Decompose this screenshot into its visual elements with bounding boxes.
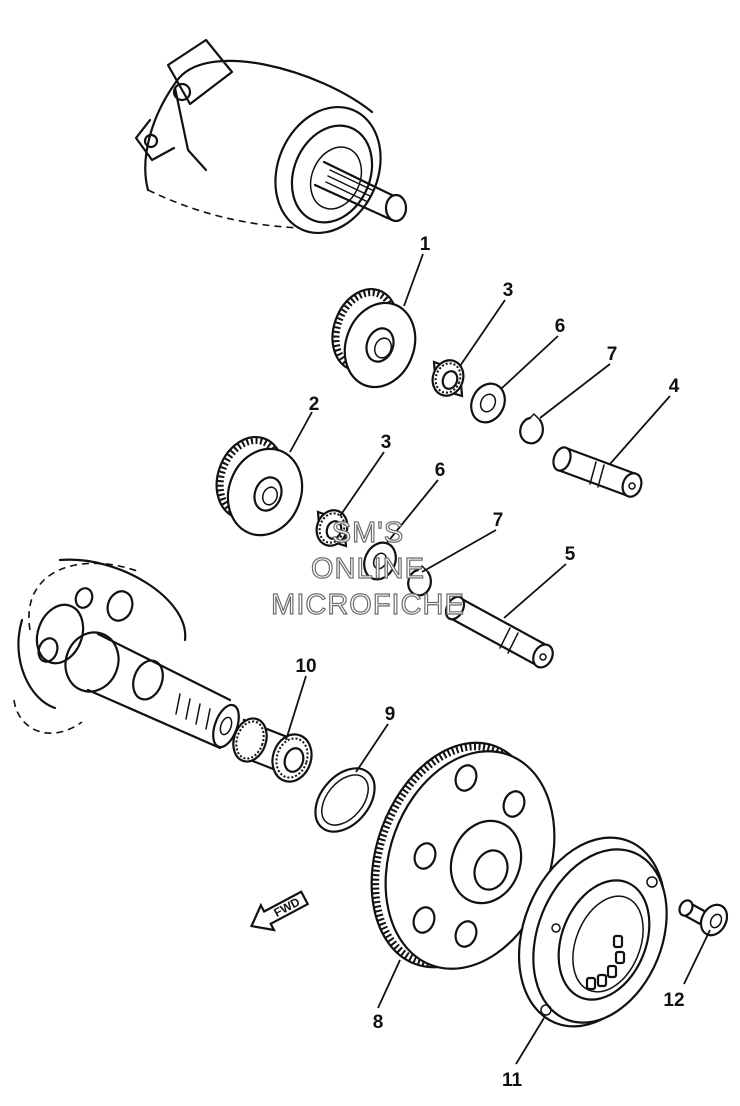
- part-11-one-way-clutch: [517, 836, 668, 1028]
- part-12-bolt: [678, 899, 729, 937]
- callout-4: 4: [669, 376, 680, 397]
- leader-lines: [285, 253, 711, 1065]
- part-4-shaft: [552, 446, 643, 498]
- callout-5: 5: [565, 544, 576, 565]
- callout-8: 8: [373, 1012, 384, 1033]
- part-6-washer-lower: [363, 541, 397, 581]
- part-8-starter-wheel-gear: [370, 741, 556, 970]
- callout-6a: 6: [555, 316, 566, 337]
- callout-3b: 3: [381, 432, 392, 453]
- callout-10: 10: [295, 656, 316, 677]
- clutch-rollers: [585, 934, 626, 991]
- watermark-line-1: SM'S: [332, 517, 404, 549]
- callout-9: 9: [385, 704, 396, 725]
- callout-11: 11: [502, 1070, 523, 1091]
- watermark-line-2: ONLINE: [311, 553, 425, 585]
- callout-7b: 7: [493, 510, 504, 531]
- part-5-shaft: [444, 595, 554, 669]
- watermark: SM'S ONLINE MICROFICHE: [271, 516, 465, 621]
- callout-1: 1: [420, 234, 431, 255]
- part-6-washer-upper: [470, 382, 506, 424]
- callout-12: 12: [663, 990, 684, 1011]
- fwd-direction-arrow: FWD: [249, 890, 310, 932]
- starter-motor: [134, 38, 408, 235]
- callout-7a: 7: [607, 344, 618, 365]
- callout-6b: 6: [435, 460, 446, 481]
- part-3-needle-bearing-upper: [431, 359, 465, 398]
- callout-2: 2: [309, 394, 320, 415]
- part-10-needle-bearing: [232, 717, 313, 783]
- part-2-idler-gear: [215, 435, 304, 537]
- part-1-idler-gear: [331, 288, 417, 389]
- part-3-needle-bearing-lower: [315, 509, 349, 548]
- part-7-circlip-upper: [519, 413, 544, 445]
- watermark-line-3: MICROFICHE: [271, 589, 465, 621]
- callout-3a: 3: [503, 280, 514, 301]
- part-9-thrust-washer: [314, 767, 376, 833]
- callout-labels: 1 2 3 3 4 5 6 6 7 7 8 9 10 11 12: [295, 234, 684, 1091]
- crankshaft-assembly: [13, 558, 240, 750]
